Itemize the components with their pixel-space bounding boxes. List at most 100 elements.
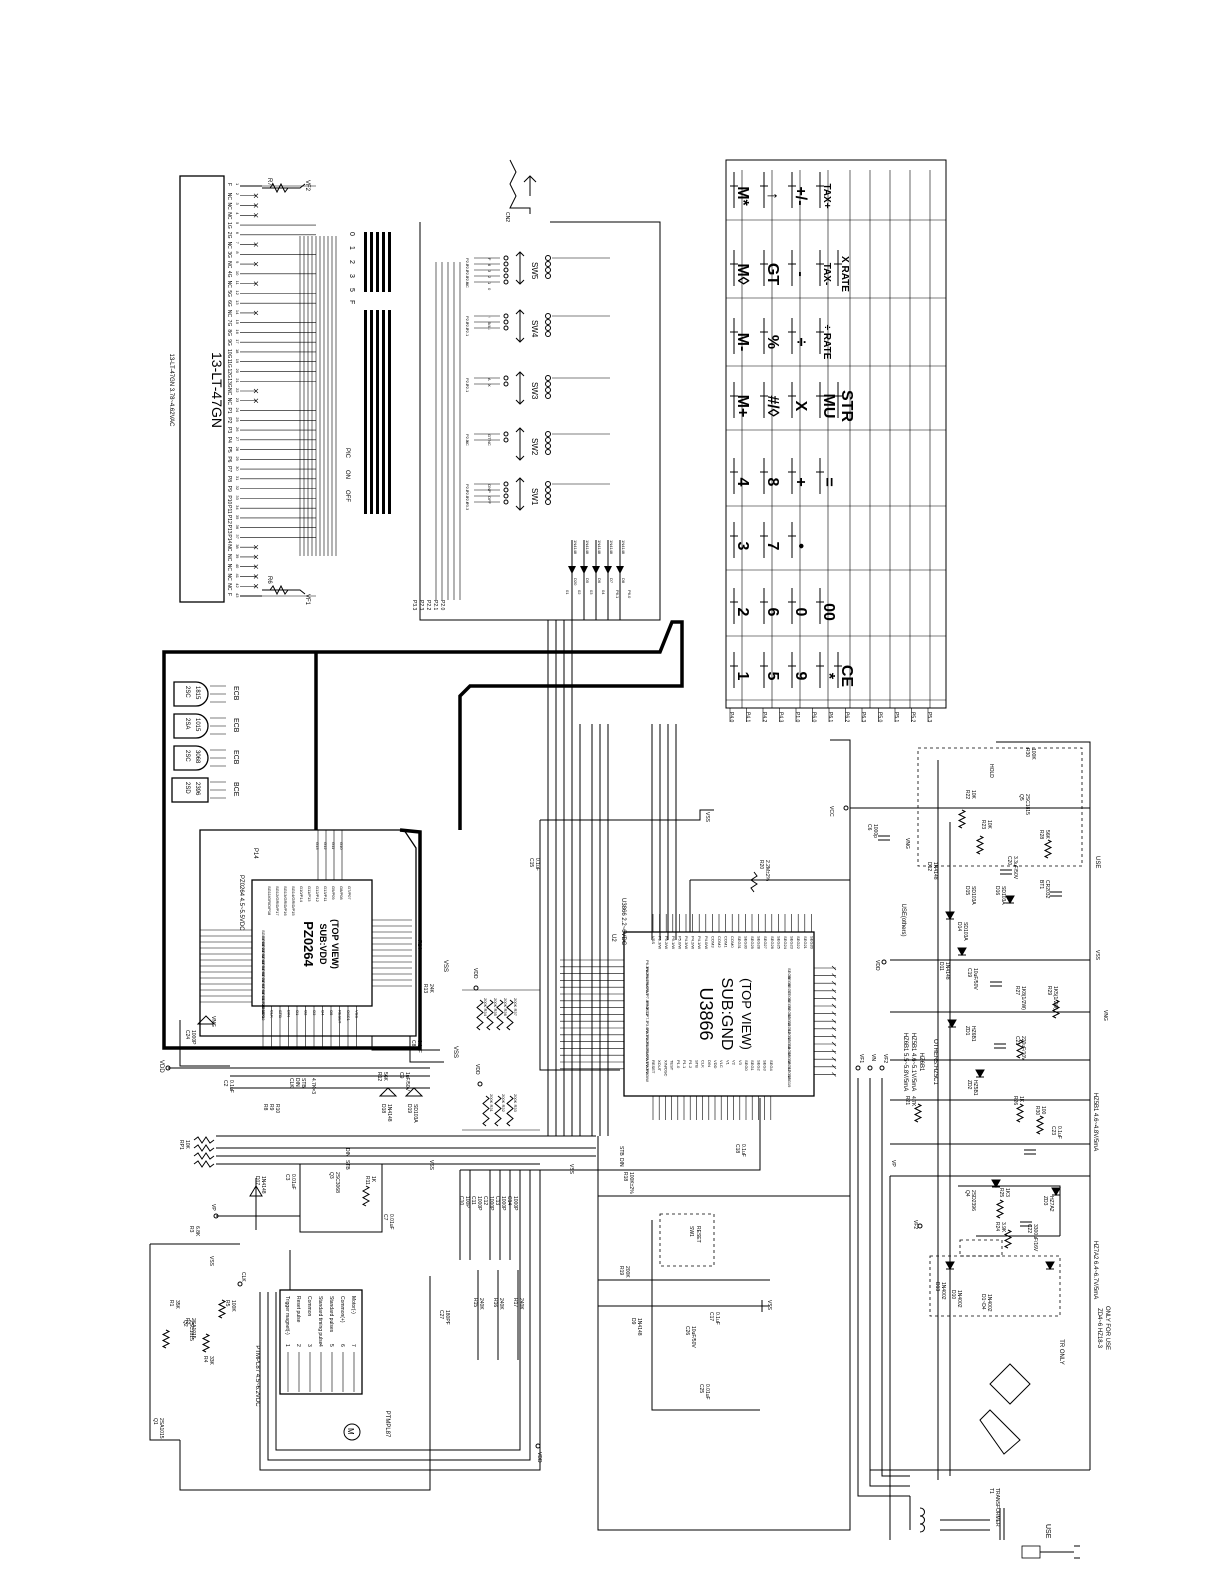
pz-bottom-pin: VSS [355, 1010, 360, 1018]
svg-text:VSS: VSS [208, 1256, 214, 1267]
printer-pin-number: 3 [306, 1344, 312, 1347]
u-seg-wire [814, 1064, 837, 1070]
vfd-pin-label: P10 [226, 495, 232, 504]
svg-text:P3.3: P3.3 [411, 600, 417, 611]
transistor-leads [210, 781, 226, 799]
segment-bar [376, 440, 379, 470]
switch-contact [545, 325, 551, 331]
pz0264-body [251, 879, 373, 1007]
svg-text:U3866 2.2~6VDC: U3866 2.2~6VDC [620, 898, 626, 946]
segment-bar [376, 390, 379, 440]
key-label: * [820, 673, 837, 680]
svg-text:D19: D19 [406, 1104, 412, 1113]
printer-pin-label: Standard timing pulse [317, 1296, 323, 1345]
res-array-label: 200K R31 [489, 1094, 494, 1113]
capacitor [1050, 891, 1062, 897]
u-bottom-pin: XIN/OSC [663, 1060, 668, 1077]
switch-position: 5/4 [487, 322, 492, 328]
pz-left-pin: SG1/P01 [261, 936, 266, 953]
vfd-pin-number: 4 [235, 212, 240, 215]
svg-text:R7: R7 [266, 178, 272, 186]
svg-text:PTMPL87 4.5~6.2VDC: PTMPL87 4.5~6.2VDC [254, 1345, 260, 1407]
switch-position: 3 [487, 270, 492, 273]
key-contact [730, 250, 738, 286]
segment-bar [382, 440, 385, 470]
key-label: 7 [764, 542, 781, 551]
pz-pin-label: G11/P13 [307, 886, 312, 902]
power-part-value: HZ6B1 [970, 1026, 976, 1042]
key-label: 4 [734, 478, 751, 487]
printer-cap: C11 [470, 1196, 476, 1205]
power-part: R21 [904, 1096, 910, 1105]
resistor [506, 1095, 514, 1127]
svg-text:2: 2 [348, 260, 355, 264]
u-right-pin: P5.1/W [671, 936, 676, 949]
u-seg-wire [814, 965, 837, 971]
u-right-pin: SEG26 [770, 936, 775, 950]
nc-mark [240, 388, 259, 394]
u-seg-pin: SEG10 [787, 1006, 792, 1020]
switch-position: P [487, 490, 492, 493]
svg-text:R6: R6 [266, 576, 272, 584]
vfd-pin-label: P8 [226, 476, 232, 482]
svg-text:PIC: PIC [344, 448, 350, 459]
svg-text:0.1uF: 0.1uF [740, 1144, 746, 1157]
resistor [494, 1095, 502, 1127]
vfd-pin-number: 34 [235, 505, 240, 510]
svg-text:STB: STB [344, 1160, 350, 1170]
printer-part-value: 1K [370, 1176, 376, 1183]
key-contact [730, 318, 738, 354]
key-label: ↑ [764, 192, 781, 200]
svg-text:VF2: VF2 [304, 180, 310, 192]
diode [945, 911, 955, 921]
printer-part-value: 2SC1815 [188, 1320, 194, 1341]
key-contact [788, 522, 796, 558]
use-box-mid [959, 1239, 1003, 1257]
u-left-pin: P7.3 [645, 1014, 650, 1023]
u-right-pin: P5.0/W [677, 936, 682, 949]
printer-part-value: 100K [230, 1300, 236, 1312]
printer-pin-number: 6 [339, 1344, 345, 1347]
u-left-pin: P2.1/W [645, 1055, 650, 1068]
printer-part: D17 [254, 1176, 260, 1185]
switch-pin: P2.3 [465, 258, 470, 267]
pz-left-pin: SG12/P12 [261, 1002, 266, 1021]
power-part-value: 1K3 [1004, 1188, 1010, 1197]
diode-row: 1N4148D201N4148D51N4148D61N4148D71N4148D… [565, 540, 632, 620]
svg-text:VCC: VCC [828, 806, 834, 817]
switch-position: 1 [487, 282, 492, 285]
segment-bar [382, 470, 385, 514]
power-part: T1 [988, 1488, 994, 1494]
key-contact [760, 522, 768, 558]
u-left-pin: P2.0/W [645, 1048, 650, 1061]
power-part-value: 2SD2396 [970, 1190, 976, 1211]
key-label: X RATE [839, 256, 850, 292]
svg-text:R10: R10 [274, 1104, 280, 1113]
key-contact [730, 172, 738, 208]
key-contact [816, 588, 824, 624]
svg-text:OFF: OFF [344, 490, 350, 502]
svg-text:C24: C24 [184, 1030, 190, 1039]
key-label: MU [820, 394, 837, 419]
u-seg-pin: SEG15 [787, 1044, 792, 1058]
power-part: Q5 [1018, 794, 1024, 801]
svg-text:VNG: VNG [210, 1016, 216, 1027]
transistor-pins: BCE [232, 782, 239, 797]
key-contact [816, 172, 824, 208]
nc-mark [240, 554, 259, 560]
vfd-pin-label: 6G [226, 300, 232, 307]
svg-text:VSS: VSS [766, 1300, 772, 1311]
vfd-pin-label: 3G [226, 251, 232, 258]
power-part-value: 100 [1040, 1106, 1046, 1115]
power-part: D15 [964, 886, 970, 895]
key-label: 5 [764, 672, 781, 681]
switch-pin: P2.1 [465, 490, 470, 499]
digit-segment-patterns [364, 232, 391, 514]
svg-text:180PF: 180PF [444, 1310, 450, 1325]
svg-text:0.1uF: 0.1uF [416, 1040, 422, 1053]
power-part-value: 220uF/10V [1020, 1036, 1026, 1061]
diode-net: P6.1 [615, 590, 620, 599]
